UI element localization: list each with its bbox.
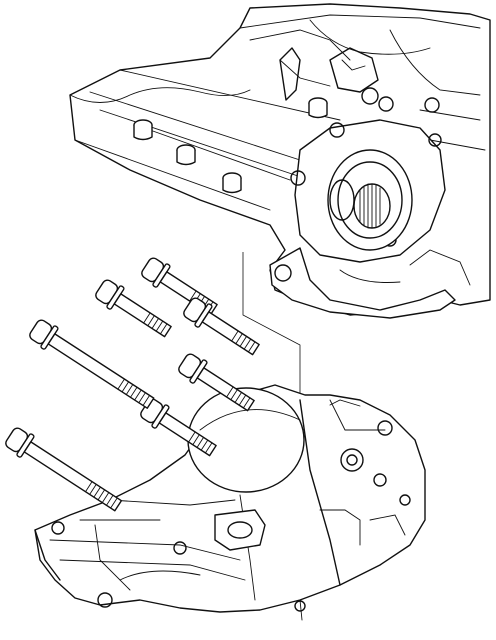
block-stud	[308, 97, 328, 119]
short-flange-bolt	[183, 297, 260, 356]
block-stud	[176, 144, 196, 166]
long-flange-bolt	[5, 427, 123, 512]
transfer-housing	[34, 384, 426, 621]
long-flange-bolt	[29, 319, 155, 409]
block-stud	[133, 119, 153, 141]
short-flange-bolt	[178, 353, 255, 412]
alignment-guide	[242, 252, 301, 420]
engine-block	[69, 3, 491, 319]
short-flange-bolt	[95, 279, 172, 338]
block-stud	[222, 172, 242, 194]
